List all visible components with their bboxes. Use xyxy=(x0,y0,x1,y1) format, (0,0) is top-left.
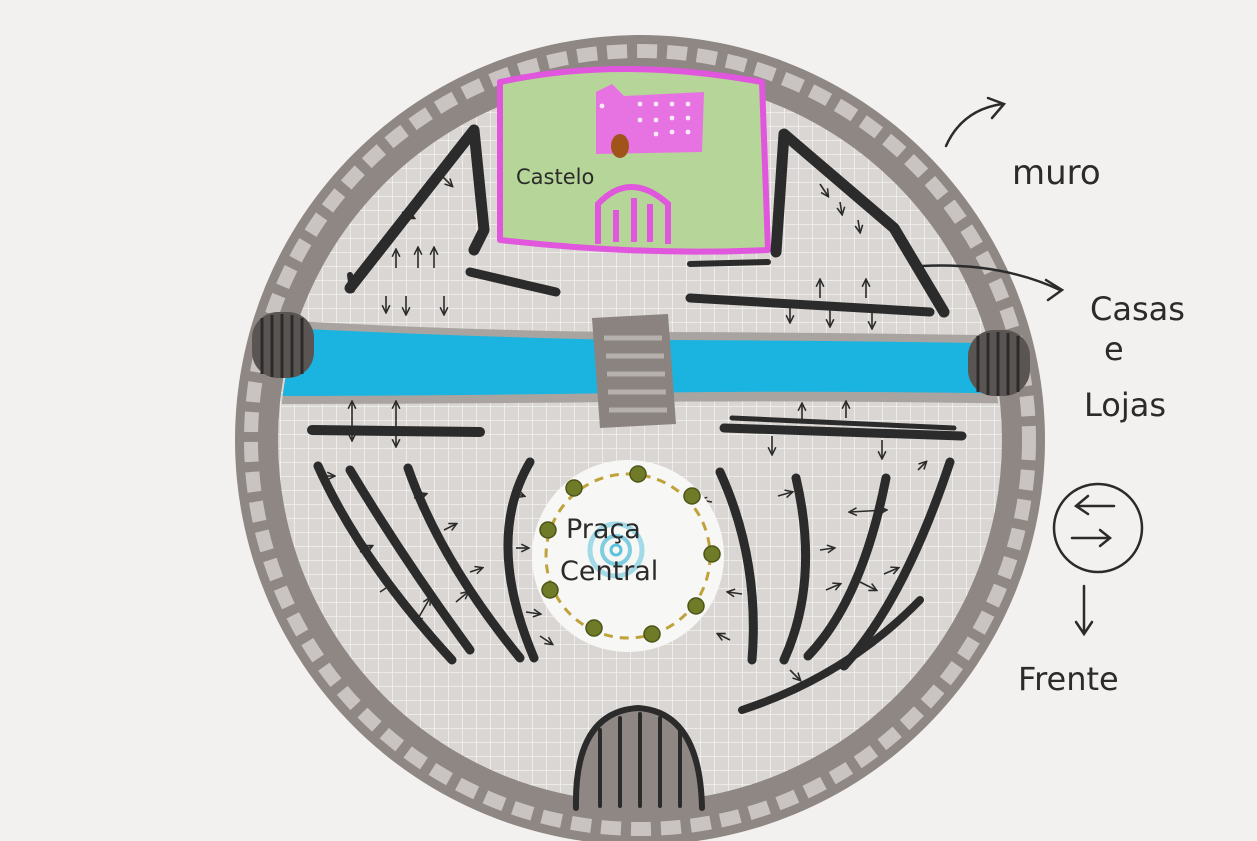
houses-label-line2: e xyxy=(1104,330,1124,368)
castle-gate xyxy=(595,184,671,244)
fountain xyxy=(587,521,645,579)
entrance-arrows xyxy=(320,173,926,680)
west-gate xyxy=(252,312,314,378)
castle-door xyxy=(611,134,629,158)
wall-label: muro xyxy=(1012,153,1101,193)
arrow-down-icon xyxy=(1074,584,1094,637)
bridge xyxy=(592,314,676,428)
south-gate xyxy=(572,704,705,811)
central-plaza xyxy=(532,460,724,652)
rotation-compass-icon xyxy=(1052,482,1144,574)
plaza-label-line2: Central xyxy=(560,556,658,587)
east-gate xyxy=(968,330,1030,396)
tiled-ground xyxy=(278,78,1002,802)
curved-arrow-icon xyxy=(944,102,1004,148)
houses-label-line3: Lojas xyxy=(1084,386,1166,424)
plaza-label-line1: Praça xyxy=(566,514,641,545)
plaza-trees xyxy=(539,465,721,643)
front-label: Frente xyxy=(1018,660,1119,698)
houses-label-line1: Casas xyxy=(1090,290,1185,328)
annotation-arrows xyxy=(920,96,1065,302)
curved-arrow-icon xyxy=(920,264,1062,292)
castle-area xyxy=(497,66,771,255)
castle-label: Castelo xyxy=(516,165,594,189)
